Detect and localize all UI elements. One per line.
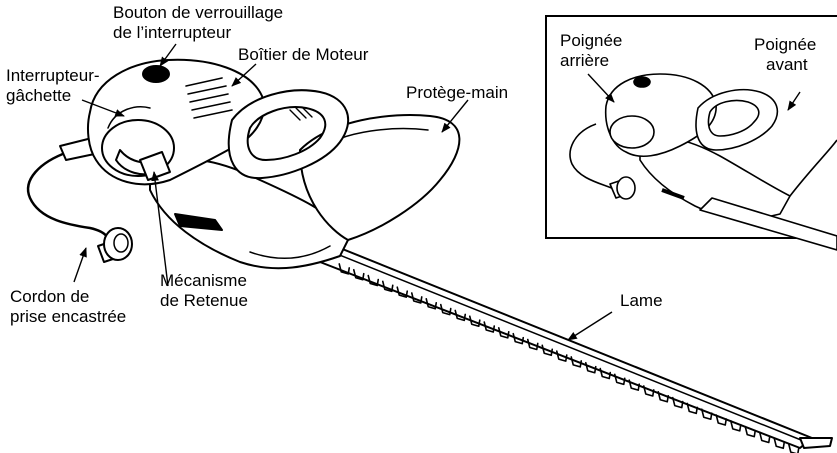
hand-guard xyxy=(299,114,461,241)
label-switch-lock-button: Bouton de verrouillage de l’interrupteur xyxy=(113,3,288,42)
label-trigger-switch: Interrupteur- gâchette xyxy=(6,66,104,105)
blade-tooth xyxy=(657,390,670,403)
arrow-cord xyxy=(73,247,87,283)
main-trimmer xyxy=(27,58,833,453)
blade-tooth xyxy=(381,280,394,293)
blade-tooth xyxy=(555,350,568,362)
blade-tooth xyxy=(729,420,742,432)
blade-tooth xyxy=(700,408,713,421)
blade-tooth xyxy=(497,327,510,339)
blade-tooth xyxy=(642,385,655,397)
blade-tooth xyxy=(744,425,757,438)
blade-tooth xyxy=(671,396,684,409)
arrow-hand-guard xyxy=(441,99,469,133)
label-front-handle: Poignée avant xyxy=(754,35,821,74)
arrow-blade xyxy=(567,311,613,341)
blade-tooth xyxy=(468,315,481,328)
label-motor-housing: Boîtier de Moteur xyxy=(238,45,369,64)
blade-tooth xyxy=(613,373,626,386)
label-retention-mechanism: Mécanisme de Retenue xyxy=(160,271,252,310)
arrow-trigger-switch xyxy=(81,99,125,117)
blade xyxy=(319,243,833,453)
blade-tooth xyxy=(425,297,438,310)
blade-tooth xyxy=(787,443,800,453)
arrow-retention xyxy=(151,171,169,287)
arrow-front-handle xyxy=(787,91,801,111)
blade-tooth xyxy=(352,268,365,281)
blade-tooth xyxy=(454,309,467,322)
blade-tooth xyxy=(686,402,699,415)
blade-tooth xyxy=(541,344,554,357)
blade-tooth xyxy=(599,367,612,380)
cord-plug xyxy=(97,227,133,263)
power-cord xyxy=(27,150,111,254)
blade-tooth xyxy=(367,274,380,287)
front-handle xyxy=(227,89,350,180)
blade-tooth xyxy=(584,361,597,374)
blade-tooth xyxy=(773,437,786,450)
label-cord: Cordon de prise encastrée xyxy=(10,287,126,326)
blade-tooth xyxy=(512,332,525,345)
blade-tooth xyxy=(439,303,452,316)
label-rear-handle: Poignée arrière xyxy=(560,31,627,70)
label-hand-guard: Protège-main xyxy=(406,83,508,102)
blade-tooth xyxy=(338,263,351,275)
inset-trimmer xyxy=(569,73,837,251)
blade-tooth xyxy=(526,338,539,351)
arrow-switch-lock xyxy=(159,43,177,67)
switch-lock-button xyxy=(142,65,170,83)
blade-tooth xyxy=(396,286,409,298)
arrow-rear-handle xyxy=(587,73,615,103)
blade-tooth xyxy=(628,379,641,391)
motor-vents xyxy=(185,77,233,119)
blade-tooth xyxy=(715,414,728,426)
lower-body xyxy=(149,158,351,270)
blade-tooth xyxy=(483,321,496,333)
retention-mechanism-part xyxy=(139,151,171,181)
blade-tooth xyxy=(410,292,423,304)
blade-tooth xyxy=(758,431,771,444)
arrow-motor-housing xyxy=(231,63,257,87)
label-blade: Lame xyxy=(620,291,663,310)
blade-tooth xyxy=(570,356,583,368)
